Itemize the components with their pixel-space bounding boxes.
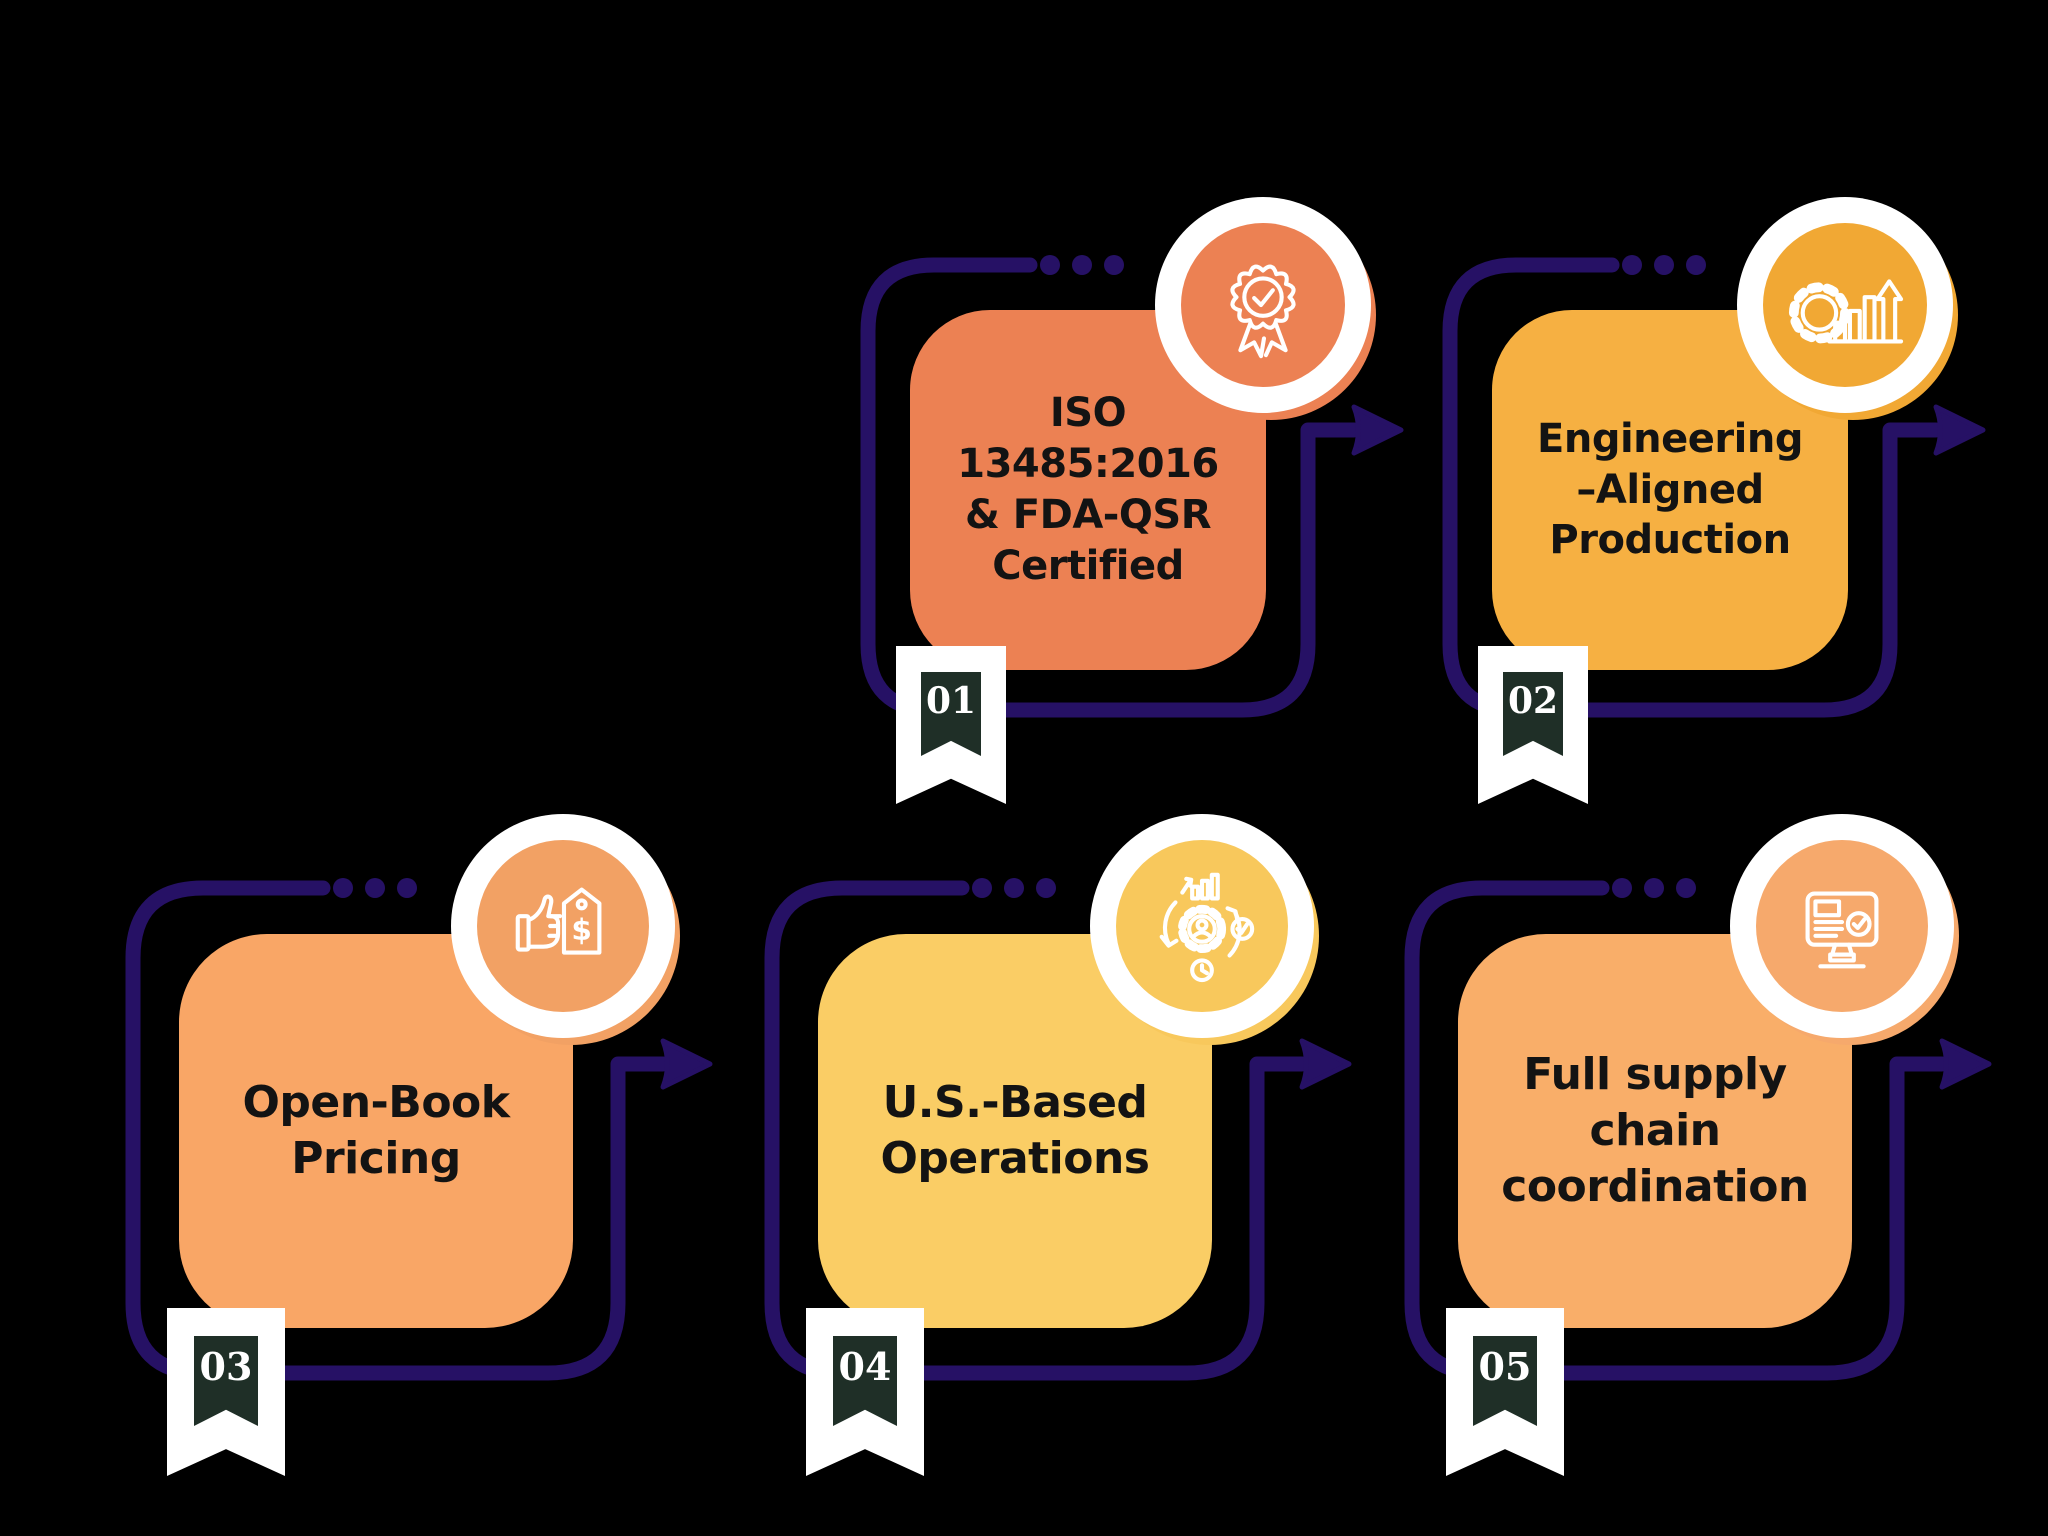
card-outline-arrow <box>1404 878 1992 1381</box>
icon-circle <box>1090 814 1314 1038</box>
card-outline-arrow <box>125 878 713 1381</box>
thumbs-up-price-tag-icon: $ <box>515 887 602 955</box>
arrow-right-icon <box>660 1038 713 1090</box>
icon-circle <box>1155 197 1371 413</box>
connector-dots <box>333 878 417 898</box>
connector-dots <box>1612 878 1696 898</box>
number-ribbon: 04 <box>806 1308 924 1476</box>
ribbon-number: 04 <box>838 1344 892 1389</box>
card: Full supply chain coordination <box>1458 934 1852 1328</box>
card-title: U.S.-Based Operations <box>880 1077 1151 1184</box>
svg-text:$: $ <box>571 913 592 947</box>
arrow-right-icon <box>1351 404 1404 456</box>
card-title: ISO 13485:2016 & FDA-QSR Certified <box>957 390 1219 589</box>
card-outline-arrow <box>1442 255 1986 718</box>
card-title: Full supply chain coordination <box>1501 1049 1809 1212</box>
card-title: Open-Book Pricing <box>242 1077 510 1184</box>
connector-dots <box>1622 255 1706 275</box>
connector-dots <box>972 878 1056 898</box>
arrow-right-icon <box>1933 404 1986 456</box>
arrow-right-icon <box>1939 1038 1992 1090</box>
arrow-right-icon <box>1299 1038 1352 1090</box>
gear-growth-chart-icon <box>1788 279 1904 344</box>
process-gear-person-icon <box>1159 872 1255 983</box>
icon-circle: $ <box>451 814 675 1038</box>
number-ribbon: 03 <box>167 1308 285 1476</box>
award-badge-icon <box>1230 264 1296 359</box>
card-title: Engineering –Aligned Production <box>1537 415 1803 564</box>
ribbon-number: 01 <box>925 680 977 722</box>
ribbon-number: 05 <box>1478 1344 1532 1389</box>
number-ribbon: 05 <box>1446 1308 1564 1476</box>
ribbon-number: 02 <box>1507 680 1559 722</box>
connector-dots <box>1040 255 1124 275</box>
card: U.S.-Based Operations <box>818 934 1212 1328</box>
card-outline-arrow <box>860 255 1404 718</box>
monitor-checklist-icon <box>1805 891 1879 969</box>
number-ribbon: 02 <box>1478 646 1588 804</box>
icon-circle <box>1730 814 1954 1038</box>
number-ribbon: 01 <box>896 646 1006 804</box>
icon-circle <box>1737 197 1953 413</box>
card-outline-arrow <box>764 878 1352 1381</box>
ribbon-number: 03 <box>199 1344 253 1389</box>
